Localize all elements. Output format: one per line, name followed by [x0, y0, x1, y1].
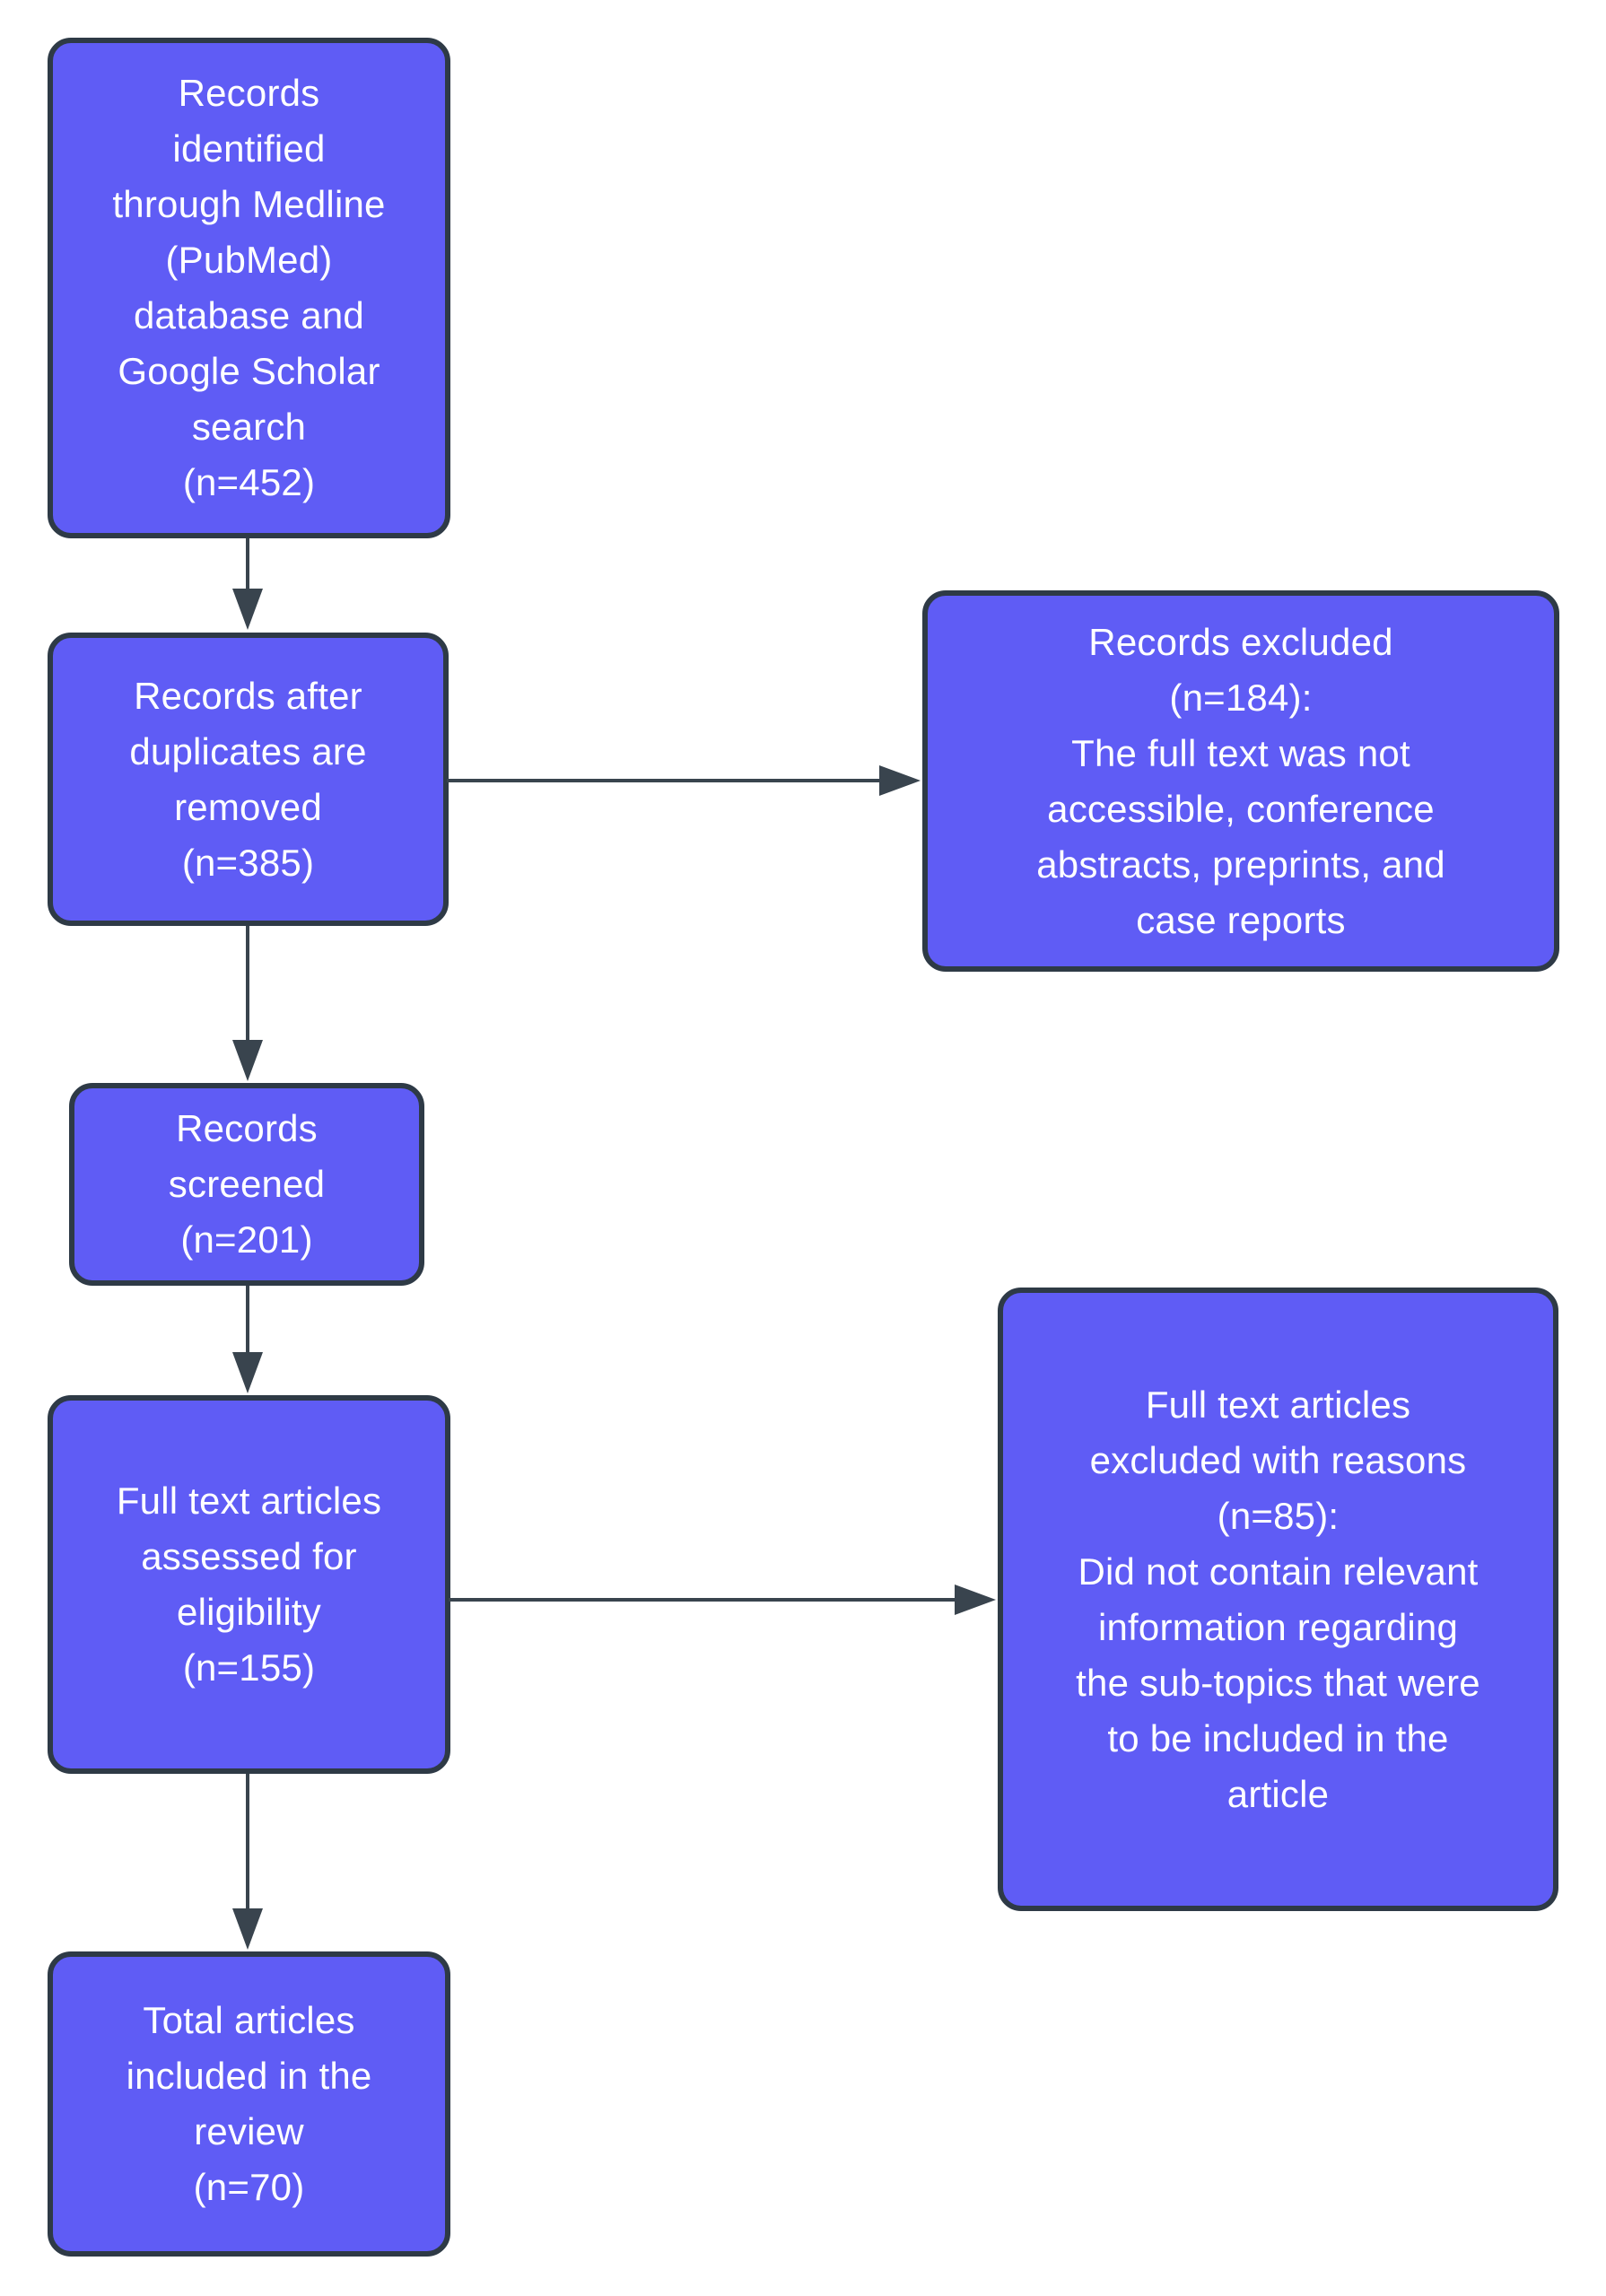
arrowhead-down-icon — [232, 589, 263, 630]
arrow-shaft — [246, 1774, 249, 1912]
flow-box-duplicates-removed: Records after duplicates are removed (n=… — [48, 633, 449, 926]
arrowhead-right-icon — [879, 765, 921, 796]
arrowhead-down-icon — [232, 1352, 263, 1393]
flow-box-total-included: Total articles included in the review (n… — [48, 1951, 450, 2257]
flow-box-records-screened: Records screened (n=201) — [69, 1083, 424, 1286]
arrow-shaft — [447, 779, 883, 782]
flow-box-fulltext-excluded: Full text articles excluded with reasons… — [998, 1288, 1558, 1911]
flow-box-records-excluded: Records excluded (n=184): The full text … — [922, 590, 1559, 972]
arrow-shaft — [246, 1286, 249, 1356]
arrowhead-down-icon — [232, 1908, 263, 1950]
flow-box-records-identified: Records identified through Medline (PubM… — [48, 38, 450, 538]
arrow-shaft — [449, 1598, 958, 1602]
flow-box-fulltext-assessed: Full text articles assessed for eligibil… — [48, 1395, 450, 1774]
arrowhead-right-icon — [955, 1585, 996, 1615]
arrowhead-down-icon — [232, 1040, 263, 1081]
arrow-shaft — [246, 538, 249, 594]
arrow-shaft — [246, 926, 249, 1043]
